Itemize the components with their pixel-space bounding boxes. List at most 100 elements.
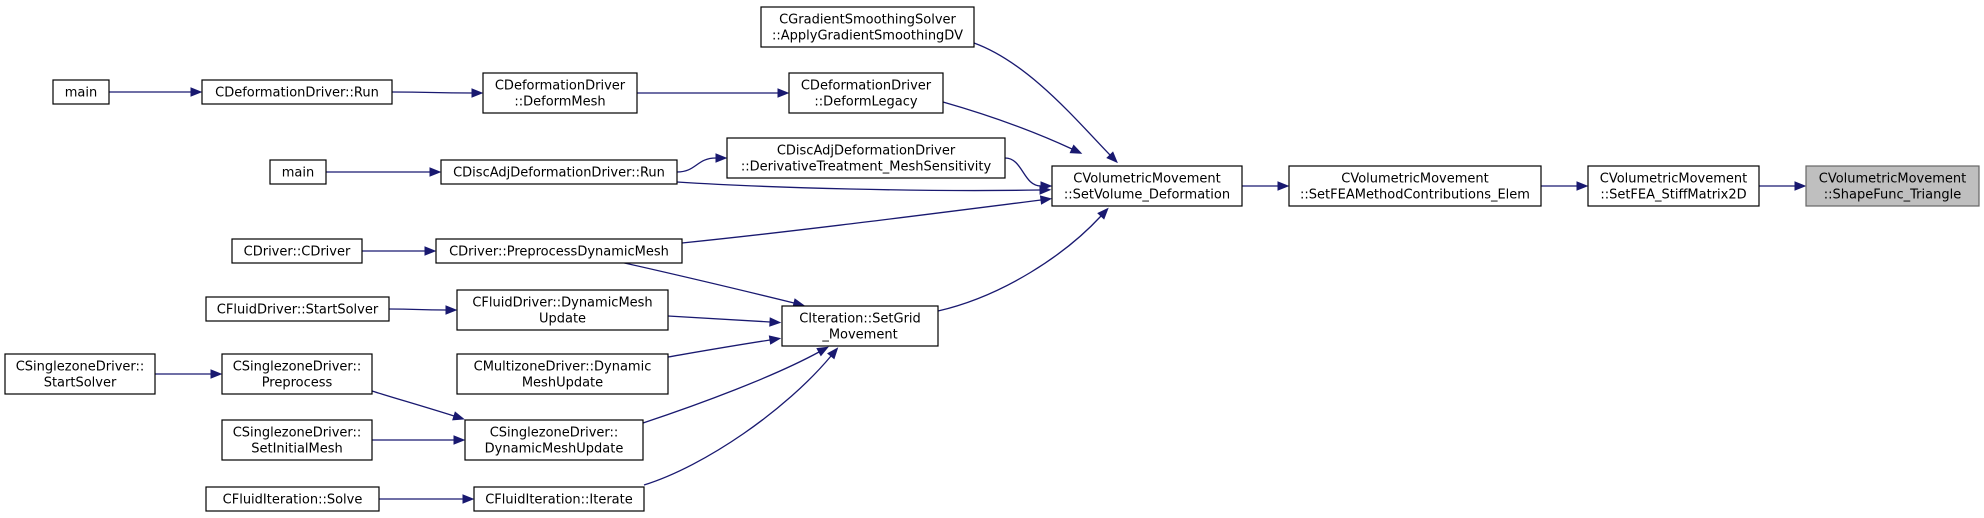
node-singleDyn[interactable]: CSinglezoneDriver::DynamicMeshUpdate [464,419,644,461]
node-box-singleStart[interactable] [4,353,156,395]
edge-gradSmooth-to-setVolDef-arrowhead [1106,151,1118,164]
node-setFEAElem[interactable]: CVolumetricMovement::SetFEAMethodContrib… [1288,165,1542,207]
node-label-fluidDyn-0: CFluidDriver::DynamicMesh [472,296,652,311]
node-label-setVolDef-0: CVolumetricMovement [1073,172,1221,187]
node-discAdjDeriv[interactable]: CDiscAdjDeformationDriver::DerivativeTre… [726,137,1006,179]
node-fluidStart[interactable]: CFluidDriver::StartSolver [205,296,390,322]
node-label-discAdjDeriv-1: ::DerivativeTreatment_MeshSensitivity [741,160,992,175]
node-defLegacy[interactable]: CDeformationDriver::DeformLegacy [788,72,944,114]
node-label-singleDyn-0: CSinglezoneDriver:: [490,426,619,441]
node-label-singleInit-1: SetInitialMesh [251,442,343,457]
node-label-setFEAElem-0: CVolumetricMovement [1341,172,1489,187]
node-box-main2[interactable] [269,159,327,185]
edge-singleDyn-to-setGrid [642,351,820,424]
node-setVolDef[interactable]: CVolumetricMovement::SetVolume_Deformati… [1051,165,1243,207]
node-box-defRun[interactable] [201,79,393,105]
node-multiDyn[interactable]: CMultizoneDriver::DynamicMeshUpdate [456,353,669,395]
node-box-multiDyn[interactable] [456,353,669,395]
node-fluidSolve[interactable]: CFluidIteration::Solve [205,486,380,512]
node-box-preprocDyn[interactable] [435,238,683,264]
node-box-singlePre[interactable] [221,353,373,395]
node-box-defLegacy[interactable] [788,72,944,114]
edge-singleInit-to-singleDyn-arrowhead [453,435,466,445]
node-label-singleStart-0: CSinglezoneDriver:: [16,360,145,375]
node-box-fluidSolve[interactable] [205,486,380,512]
node-cdriverCtor[interactable]: CDriver::CDriver [231,238,363,264]
edge-defRun-to-defMesh [391,91,473,94]
edge-defLegacy-to-setVolDef [942,101,1073,150]
edge-discAdjRun-to-setVolDef-arrowhead [1039,185,1052,195]
node-label-defLegacy-0: CDeformationDriver [801,79,932,94]
node-fluidIter[interactable]: CFluidIteration::Iterate [473,486,645,512]
edge-defLegacy-to-setVolDef-arrowhead [1069,144,1083,154]
edge-discAdjRun-to-discAdjDeriv [676,157,717,173]
edge-multiDyn-to-setGrid [667,339,771,358]
edge-setGrid-to-setVolDef [937,215,1102,312]
node-setGrid[interactable]: CIteration::SetGrid_Movement [781,305,939,347]
node-singleInit[interactable]: CSinglezoneDriver::SetInitialMesh [221,419,373,461]
node-singleStart[interactable]: CSinglezoneDriver::StartSolver [4,353,156,395]
node-preprocDyn[interactable]: CDriver::PreprocessDynamicMesh [435,238,683,264]
node-discAdjRun[interactable]: CDiscAdjDeformationDriver::Run [440,159,678,185]
node-box-setVolDef[interactable] [1051,165,1243,207]
node-box-stiff2D[interactable] [1587,165,1760,207]
node-shapeTri[interactable]: CVolumetricMovement::ShapeFunc_Triangle [1805,165,1980,207]
node-box-setGrid[interactable] [781,305,939,347]
edge-singlePre-to-singleDyn-arrowhead [452,411,465,421]
node-label-shapeTri-0: CVolumetricMovement [1819,172,1967,187]
node-label-fluidSolve-0: CFluidIteration::Solve [223,493,363,508]
node-label-setGrid-1: _Movement [821,328,897,343]
node-label-defMesh-0: CDeformationDriver [495,79,626,94]
node-label-singlePre-0: CSinglezoneDriver:: [233,360,362,375]
edge-setFEAElem-to-stiff2D-arrowhead [1576,181,1589,191]
edge-singlePre-to-singleDyn [371,390,455,417]
node-label-singlePre-1: Preprocess [262,376,333,391]
node-label-defMesh-1: ::DeformMesh [514,95,605,110]
node-box-fluidDyn[interactable] [456,289,669,331]
node-gradSmooth[interactable]: CGradientSmoothingSolver::ApplyGradientS… [760,6,975,48]
edge-discAdjRun-to-discAdjDeriv-arrowhead [715,153,728,163]
edge-preprocDyn-to-setVolDef-arrowhead [1039,195,1053,205]
node-label-main1-0: main [65,86,97,101]
node-box-cdriverCtor[interactable] [231,238,363,264]
node-defMesh[interactable]: CDeformationDriver::DeformMesh [482,72,638,114]
node-box-discAdjDeriv[interactable] [726,137,1006,179]
node-box-setFEAElem[interactable] [1288,165,1542,207]
node-box-discAdjRun[interactable] [440,159,678,185]
node-label-singleDyn-1: DynamicMeshUpdate [485,442,624,457]
node-box-fluidIter[interactable] [473,486,645,512]
node-main2[interactable]: main [269,159,327,185]
edge-singleStart-to-singlePre-arrowhead [210,369,223,379]
edge-singleDyn-to-setGrid-arrowhead [816,346,829,357]
node-label-setVolDef-1: ::SetVolume_Deformation [1064,188,1230,203]
node-box-singleDyn[interactable] [464,419,644,461]
edge-main1-to-defRun-arrowhead [190,87,203,97]
edge-fluidStart-to-fluidDyn [388,308,447,311]
node-box-singleInit[interactable] [221,419,373,461]
call-edges [109,42,1807,504]
node-box-gradSmooth[interactable] [760,6,975,48]
node-box-defMesh[interactable] [482,72,638,114]
node-defRun[interactable]: CDeformationDriver::Run [201,79,393,105]
node-singlePre[interactable]: CSinglezoneDriver::Preprocess [221,353,373,395]
node-label-preprocDyn-0: CDriver::PreprocessDynamicMesh [449,245,669,260]
edge-cdriverCtor-to-preprocDyn-arrowhead [424,246,437,256]
edge-fluidDyn-to-setGrid [667,315,771,323]
edge-multiDyn-to-setGrid-arrowhead [768,335,782,345]
node-main1[interactable]: main [52,79,110,105]
edge-fluidIter-to-setGrid [643,355,832,486]
node-stiff2D[interactable]: CVolumetricMovement::SetFEA_StiffMatrix2… [1587,165,1760,207]
node-label-gradSmooth-0: CGradientSmoothingSolver [779,13,956,28]
edge-setGrid-to-setVolDef-arrowhead [1097,207,1109,220]
edge-defRun-to-defMesh-arrowhead [471,88,484,98]
node-box-fluidStart[interactable] [205,296,390,322]
node-label-defLegacy-1: ::DeformLegacy [814,95,917,110]
node-label-gradSmooth-1: ::ApplyGradientSmoothingDV [772,29,963,44]
edge-defMesh-to-defLegacy-arrowhead [777,88,790,98]
node-box-shapeTri[interactable] [1805,165,1980,207]
node-label-multiDyn-0: CMultizoneDriver::Dynamic [474,360,652,375]
edge-preprocDyn-to-setVolDef [681,199,1042,244]
node-fluidDyn[interactable]: CFluidDriver::DynamicMeshUpdate [456,289,669,331]
node-box-main1[interactable] [52,79,110,105]
node-label-cdriverCtor-0: CDriver::CDriver [244,245,351,260]
